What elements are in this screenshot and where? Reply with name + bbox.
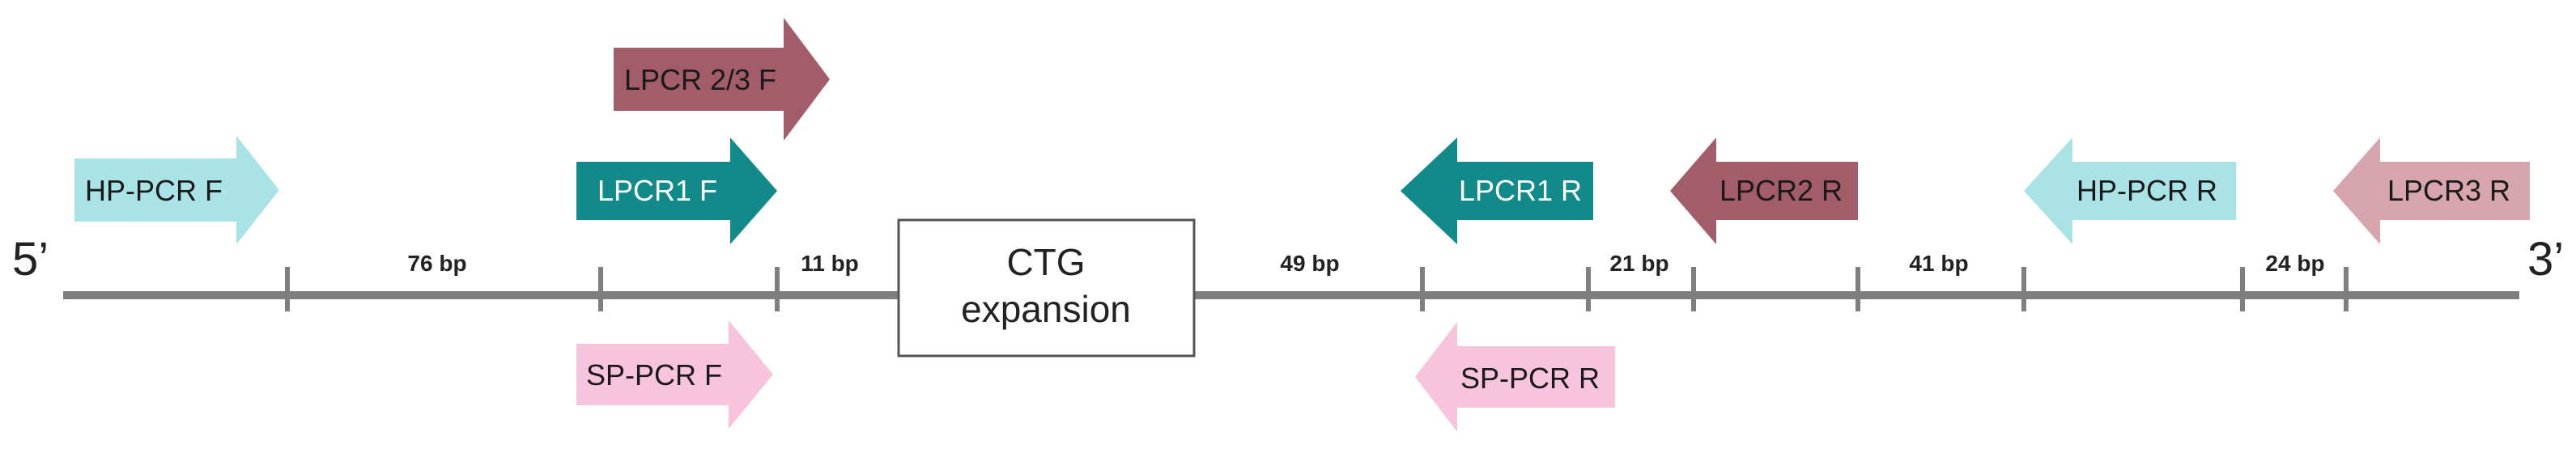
primer-lpcr3-r-arrow: LPCR3 R bbox=[2333, 138, 2530, 244]
primer-hp-pcr-f-arrow: HP-PCR F bbox=[74, 136, 279, 244]
distance-label-41bp: 41 bp bbox=[1909, 251, 1968, 276]
distance-label-49bp: 49 bp bbox=[1280, 251, 1339, 276]
distance-label-21bp: 21 bp bbox=[1609, 251, 1668, 276]
primer-hp-pcr-r-label: HP-PCR R bbox=[2077, 174, 2217, 207]
distance-label-24bp: 24 bp bbox=[2265, 251, 2324, 276]
position-ticks bbox=[285, 267, 2349, 311]
ctg-box-line2: expansion bbox=[961, 288, 1131, 330]
primer-lpcr2-r-label: LPCR2 R bbox=[1719, 174, 1843, 207]
ctg-expansion-box: CTG expansion bbox=[897, 218, 1196, 358]
distance-label-76bp: 76 bp bbox=[407, 251, 466, 276]
primer-lpcr2-r-arrow: LPCR2 R bbox=[1670, 138, 1858, 244]
primer-lpcr-2-3-f-arrow: LPCR 2/3 F bbox=[614, 18, 830, 141]
primer-lpcr-2-3-f-label: LPCR 2/3 F bbox=[624, 63, 776, 96]
primer-lpcr1-r-label: LPCR1 R bbox=[1459, 174, 1582, 207]
primer-hp-pcr-f-label: HP-PCR F bbox=[85, 174, 223, 207]
primer-sp-pcr-r-arrow: SP-PCR R bbox=[1415, 322, 1615, 432]
primer-sp-pcr-f-arrow: SP-PCR F bbox=[576, 320, 773, 429]
three-prime-end-label: 3’ bbox=[2527, 233, 2564, 286]
primer-lpcr1-r-arrow: LPCR1 R bbox=[1401, 138, 1593, 244]
primer-sp-pcr-f-label: SP-PCR F bbox=[586, 358, 722, 391]
distance-label-11bp: 11 bp bbox=[801, 251, 859, 276]
primer-lpcr3-r-label: LPCR3 R bbox=[2387, 174, 2510, 207]
primer-hp-pcr-r-arrow: HP-PCR R bbox=[2024, 138, 2236, 244]
primer-lpcr1-f-label: LPCR1 F bbox=[597, 174, 717, 207]
five-prime-end-label: 5’ bbox=[12, 233, 49, 286]
primer-lpcr1-f-arrow: LPCR1 F bbox=[576, 138, 777, 244]
primer-sp-pcr-r-label: SP-PCR R bbox=[1460, 362, 1600, 395]
ctg-box-line1: CTG bbox=[1006, 241, 1085, 283]
